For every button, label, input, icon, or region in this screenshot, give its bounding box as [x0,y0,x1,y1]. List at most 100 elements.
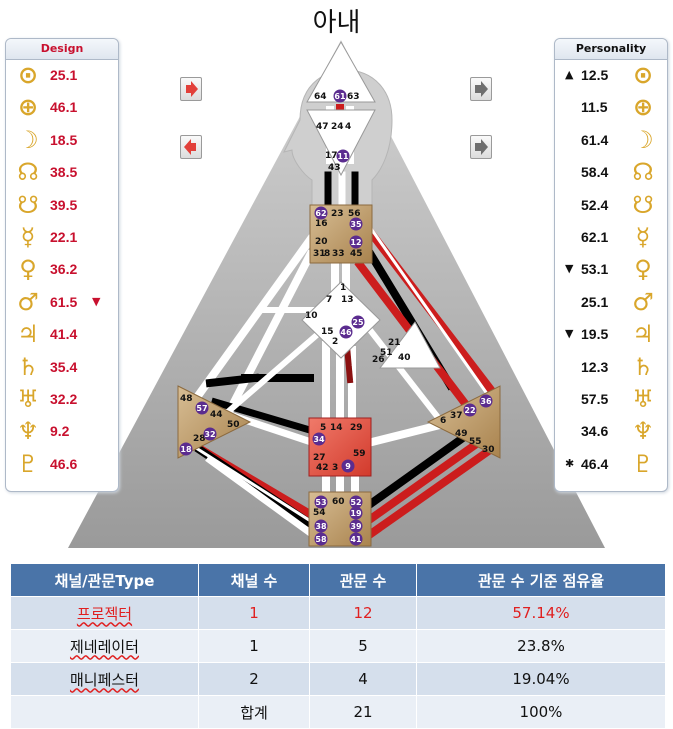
mars-icon: ♂ [632,287,654,316]
channel-count-cell: 1 [198,629,310,663]
svg-text:52: 52 [350,498,361,507]
planet-row: 52.4☋ [555,191,667,219]
arrow-right-gray-icon [475,139,488,155]
planet-row: ☿22.1 [6,223,118,251]
svg-text:16: 16 [315,219,328,229]
design-panel: Design ⊙25.1⊕46.1☽18.5☊38.5☋39.5☿22.1♀36… [5,38,119,492]
page-title: 아내 [312,8,361,38]
sacral-center [308,417,372,477]
svg-text:35: 35 [350,220,362,229]
planet-row: ♀36.2 [6,255,118,283]
design-panel-header: Design [6,39,118,60]
svg-text:31: 31 [313,249,326,259]
arrow-right-red-button[interactable] [180,77,202,101]
svg-text:6: 6 [440,416,446,426]
north-node-icon: ☊ [17,158,39,187]
svg-text:60: 60 [332,497,345,507]
svg-text:57: 57 [196,404,207,413]
svg-text:55: 55 [469,437,482,447]
active-gates: 61 11 62 35 12 25 46 57 32 18 36 22 34 9… [179,89,493,546]
planet-row: 25.1 ♂ [555,288,667,316]
svg-text:25: 25 [352,318,364,327]
svg-text:34: 34 [313,435,325,444]
planet-value: 25.1 [581,293,609,310]
svg-text:7: 7 [326,295,332,305]
saturn-icon: ♄ [632,352,654,381]
planet-value: 46.1 [50,99,78,116]
svg-text:39: 39 [350,522,362,531]
planet-value: 35.4 [50,358,78,375]
channel-count-cell: 2 [198,662,310,696]
svg-text:5: 5 [320,423,326,433]
planet-value: 19.5 [581,326,609,343]
mercury-icon: ☿ [635,223,651,251]
mars-icon: ♂ [17,287,39,316]
planet-value: 18.5 [50,131,78,148]
share-cell: 19.04% [416,662,666,696]
activation-mark: ▼ [92,294,101,308]
gate-count-cell: 4 [309,662,417,696]
south-node-icon: ☋ [632,190,654,219]
svg-text:2: 2 [332,337,338,347]
svg-text:64: 64 [314,92,327,102]
earth-icon: ⊕ [17,93,39,122]
svg-text:26: 26 [372,355,385,365]
svg-text:33: 33 [332,249,345,259]
neptune-icon: ♆ [632,417,654,446]
uranus-icon: ♅ [17,385,39,413]
planet-row: ♃41.4 [6,320,118,348]
pluto-icon: ♇ [17,449,39,478]
svg-text:62: 62 [315,209,326,218]
activation-mark: ✱ [565,456,575,470]
activation-mark: ▼ [565,327,574,341]
svg-text:8: 8 [324,249,330,259]
svg-text:45: 45 [350,249,363,259]
total-gates-cell: 21 [309,695,417,729]
uranus-icon: ♅ [632,385,654,413]
planet-value: 32.2 [50,391,78,407]
share-cell: 57.14% [416,596,666,630]
arrow-left-red-button[interactable] [180,135,202,159]
arrow-right-gray-button[interactable] [470,77,492,101]
activation-mark: ▲ [565,68,574,81]
planet-value: 61.5 [50,293,78,310]
type-cell: 프로젝터 [76,604,133,623]
svg-text:56: 56 [348,209,361,219]
planet-row: ▼53.1♀ [555,255,667,283]
planet-value: 46.4 [581,455,609,472]
svg-text:41: 41 [350,535,362,544]
svg-text:49: 49 [455,429,468,439]
type-cell: 제네레이터 [69,637,139,656]
svg-text:20: 20 [315,237,328,247]
svg-text:21: 21 [388,338,401,348]
planet-value: 39.5 [50,196,78,213]
arrow-right-red-icon [186,81,198,97]
gate-count-cell: 5 [309,629,417,663]
earth-icon: ⊕ [632,93,654,122]
planet-row: ☽18.5 [6,126,118,154]
col-header-type: 채널/관문Type [10,563,199,597]
svg-text:59: 59 [353,449,366,459]
arrow-right-gray-button[interactable] [470,135,492,159]
north-node-icon: ☊ [632,158,654,187]
svg-text:30: 30 [482,445,495,455]
planet-row: 34.6♆ [555,417,667,445]
svg-text:58: 58 [315,535,327,544]
planet-row: ▲12.5⊙ [555,61,667,89]
svg-text:14: 14 [330,423,343,433]
planet-value: 58.4 [581,164,609,181]
svg-text:50: 50 [227,420,240,430]
svg-text:43: 43 [328,163,341,173]
svg-text:36: 36 [480,397,492,406]
sun-icon: ⊙ [17,61,39,89]
table-row: 합계 21 100% [10,695,666,729]
svg-text:11: 11 [337,152,349,161]
planet-row: 11.5⊕ [555,93,667,121]
svg-text:47: 47 [316,122,329,132]
planet-value: 38.5 [50,164,78,181]
svg-text:37: 37 [450,411,463,421]
svg-text:44: 44 [210,410,223,420]
svg-text:17: 17 [325,151,338,161]
svg-text:13: 13 [341,295,354,305]
planet-value: 57.5 [581,391,609,407]
